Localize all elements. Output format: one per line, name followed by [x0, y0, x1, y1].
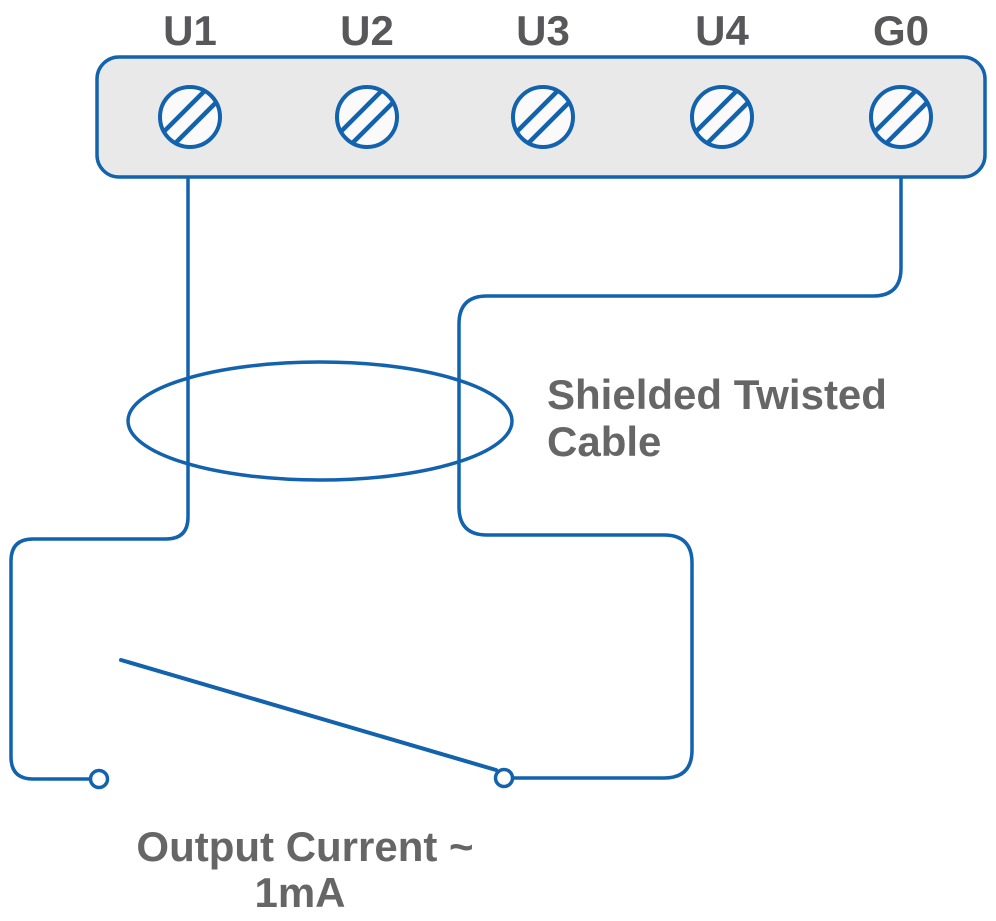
- switch-blade: [119, 658, 498, 772]
- screw-head-icon: [160, 87, 220, 147]
- terminal-label-u2: U2: [340, 7, 394, 54]
- screw-head-icon: [513, 87, 573, 147]
- output-current-line2: 1mA: [254, 869, 345, 916]
- screw-head-icon: [337, 87, 397, 147]
- terminal-label-u3: U3: [516, 7, 570, 54]
- cable-label-line2: Cable: [547, 418, 661, 465]
- terminal-label-g0: G0: [873, 7, 929, 54]
- terminal-label-u4: U4: [695, 7, 749, 54]
- shield-loop-ellipse: [126, 360, 514, 482]
- switch-contact-left: [88, 768, 110, 790]
- terminal-label-u1: U1: [163, 7, 217, 54]
- wire-g0-to-switch: [457, 178, 903, 780]
- screw-head-icon: [692, 87, 752, 147]
- open-switch-symbol: [88, 658, 515, 790]
- output-current-line1: Output Current ~: [136, 823, 473, 870]
- wire-u1-to-switch: [9, 178, 190, 781]
- cable-label: Shielded Twisted Cable: [547, 371, 887, 465]
- output-current-label: Output Current ~ 1mA: [136, 823, 473, 916]
- screw-head-icon: [871, 87, 931, 147]
- terminal-labels: U1 U2 U3 U4 G0: [163, 7, 929, 54]
- switch-contact-right: [493, 767, 515, 789]
- cable-label-line1: Shielded Twisted: [547, 371, 887, 418]
- terminal-block: [95, 55, 987, 179]
